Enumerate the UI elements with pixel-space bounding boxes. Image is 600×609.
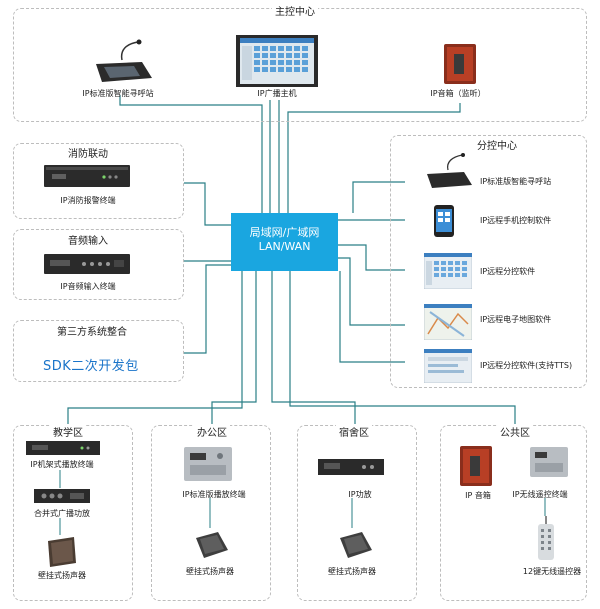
wire-public: [289, 271, 516, 425]
remote-control-label: 12键无线遥控器: [522, 567, 582, 576]
fire-region: [13, 143, 184, 219]
sub-item-5: IP远程分控软件(支持TTS): [480, 361, 573, 370]
broadcast-host-icon[interactable]: [236, 35, 318, 87]
sub-center-region: [390, 135, 587, 388]
sub-item-2: IP远程手机控制软件: [480, 216, 552, 225]
call-station-label: IP标准版智能寻呼站: [82, 89, 154, 98]
sub-center-title: 分控中心: [474, 137, 520, 152]
fire-alarm-terminal-icon[interactable]: [44, 163, 130, 189]
wire-teaching: [67, 271, 243, 425]
wire-sub-5: [339, 271, 405, 363]
wireless-remote-terminal-icon[interactable]: [530, 447, 568, 477]
hub-label-cn: 局域网/广域网: [249, 226, 320, 239]
ip-speaker-label: IP 音箱: [465, 491, 491, 500]
dorm-title: 宿舍区: [336, 424, 372, 439]
main-center-title: 主控中心: [272, 3, 318, 18]
standard-player-icon[interactable]: [184, 447, 232, 481]
wire-call-station: [119, 95, 263, 213]
audio-input-terminal-icon[interactable]: [44, 252, 130, 276]
rack-player-icon[interactable]: [26, 440, 100, 456]
wire-sub-1: [352, 181, 405, 213]
standard-player-label: IP标准版播放终端: [182, 490, 246, 499]
teaching-title: 教学区: [50, 424, 86, 439]
mobile-app-icon[interactable]: [434, 205, 454, 237]
sdk-package-label: SDK二次开发包: [43, 359, 139, 374]
office-title: 办公区: [194, 424, 230, 439]
public-title: 公共区: [497, 424, 533, 439]
lan-wan-hub: 局域网/广域网 LAN/WAN: [231, 213, 338, 271]
sub-item-3: IP远程分控软件: [480, 267, 536, 276]
sub-item-1: IP标准版智能寻呼站: [480, 177, 552, 186]
fire-title: 消防联动: [65, 145, 111, 160]
wall-speaker-icon-1[interactable]: [46, 537, 78, 567]
dorm-speaker-label: 壁挂式扬声器: [328, 567, 376, 576]
third-party-title: 第三方系统整合: [54, 323, 130, 338]
wire-office: [211, 271, 257, 425]
wall-speaker-icon-3[interactable]: [338, 530, 374, 560]
audio-input-region: [13, 229, 184, 300]
rack-player-label: IP机架式播放终端: [30, 460, 94, 469]
wire-fire: [184, 182, 231, 226]
sub-item-4: IP远程电子地图软件: [480, 315, 552, 324]
ip-amplifier-icon[interactable]: [318, 457, 384, 477]
audio-input-terminal-label: IP音频输入终端: [60, 282, 116, 291]
monitor-speaker-label: IP音箱（监听）: [430, 89, 486, 98]
wire-sub-4: [338, 257, 405, 326]
audio-input-title: 音频输入: [65, 232, 111, 247]
broadcast-host-label: IP广播主机: [257, 89, 297, 98]
sub-call-station-icon[interactable]: [424, 152, 474, 190]
wire-speaker: [287, 103, 461, 213]
teaching-speaker-label: 壁挂式扬声器: [38, 571, 86, 580]
emap-software-icon[interactable]: [424, 304, 472, 340]
combined-amplifier-label: 合并式广播功放: [34, 509, 90, 518]
wireless-remote-terminal-label: IP无线遥控终端: [512, 490, 568, 499]
wire-sub-3: [338, 244, 405, 271]
wire-third-party: [184, 264, 231, 354]
remote-control-icon[interactable]: [536, 516, 556, 560]
sub-control-software-icon[interactable]: [424, 253, 472, 289]
monitor-speaker-icon[interactable]: [444, 44, 476, 84]
wire-dorm: [271, 271, 356, 425]
tts-software-icon[interactable]: [424, 349, 472, 383]
third-party-region: [13, 320, 184, 382]
fire-alarm-terminal-label: IP消防报警终端: [60, 196, 116, 205]
wall-speaker-icon-2[interactable]: [194, 530, 230, 560]
office-speaker-label: 壁挂式扬声器: [186, 567, 234, 576]
ip-amplifier-label: IP功放: [348, 490, 372, 499]
ip-speaker-icon[interactable]: [460, 446, 492, 486]
hub-label-en: LAN/WAN: [258, 240, 311, 253]
call-station-icon[interactable]: [92, 38, 156, 84]
combined-amplifier-icon[interactable]: [34, 487, 90, 505]
